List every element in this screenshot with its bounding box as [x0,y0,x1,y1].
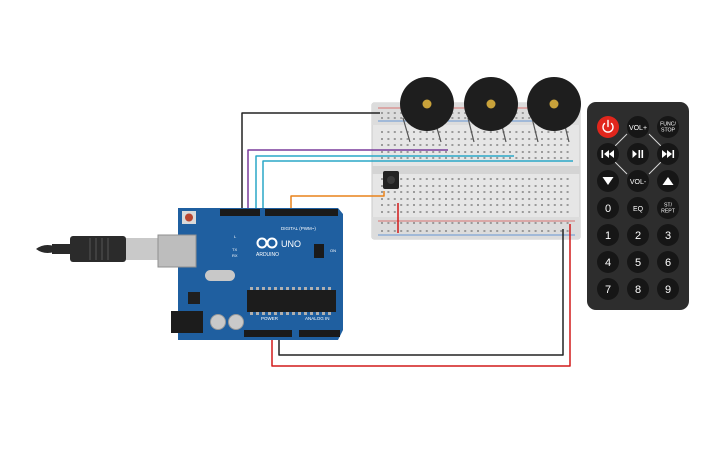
button-4[interactable]: 4 [597,251,619,273]
power-header-label: POWER [261,316,279,321]
wire-cyan-2[interactable] [262,160,573,210]
usb-cable[interactable] [36,236,159,262]
button-9[interactable]: 9 [657,278,679,300]
svg-text:STOP: STOP [661,128,676,134]
analog-header-label: ANALOG IN [305,316,330,321]
led-label-rx: RX [232,253,238,258]
svg-text:8: 8 [635,284,641,296]
svg-text:5: 5 [635,257,641,269]
svg-text:ST/: ST/ [664,203,673,209]
buzzer-2[interactable] [464,77,518,131]
wire-purple[interactable] [247,149,448,210]
arduino-logo-icon [256,237,278,249]
svg-text:3: 3 [665,230,671,242]
eq-button[interactable]: EQ [627,197,649,219]
wires [241,112,573,367]
ir-remote[interactable]: VOL+ FUNC/ STOP [587,102,689,310]
button-6[interactable]: 6 [657,251,679,273]
svg-text:1: 1 [605,230,611,242]
breadboard[interactable] [371,102,581,240]
svg-text:4: 4 [605,257,611,269]
wire-orange[interactable] [290,191,385,210]
button-1[interactable]: 1 [597,224,619,246]
vol-up-button[interactable]: VOL+ [627,116,649,138]
button-5[interactable]: 5 [627,251,649,273]
rewind-button[interactable] [597,143,619,165]
down-button[interactable] [597,170,619,192]
wire-cyan-1[interactable] [255,155,514,210]
led-label-l: L [234,234,237,239]
fast-forward-icon [662,150,675,158]
svg-text:6: 6 [665,257,671,269]
wire-black-top[interactable] [241,112,380,210]
svg-text:FUNC/: FUNC/ [660,122,676,128]
led-label-tx: TX [232,247,237,252]
buzzer-1[interactable] [400,77,454,131]
svg-text:VOL+: VOL+ [629,125,647,132]
func-stop-button[interactable]: FUNC/ STOP [657,116,679,138]
svg-text:VOL-: VOL- [630,179,647,186]
svg-text:REPT: REPT [661,209,676,215]
button-3[interactable]: 3 [657,224,679,246]
arduino-model: UNO [281,239,301,249]
wire-red-bottom[interactable] [271,224,571,367]
play-pause-button[interactable] [627,143,649,165]
chip-pins [250,287,331,315]
vol-down-button[interactable]: VOL- [627,170,649,192]
play-pause-icon [632,150,644,158]
arduino-brand: ARDUINO [256,252,279,258]
up-icon [662,177,674,185]
button-0[interactable]: 0 [597,197,619,219]
ir-receiver[interactable] [383,171,399,189]
button-2[interactable]: 2 [627,224,649,246]
power-icon [602,119,614,133]
svg-text:9: 9 [665,284,671,296]
st-rept-button[interactable]: ST/ REPT [657,197,679,219]
down-icon [602,177,614,185]
atmega-chip [247,290,336,312]
svg-text:2: 2 [635,230,641,242]
digital-header-label: DIGITAL (PWM~) [281,226,316,231]
wire-black-bottom[interactable] [278,229,564,356]
up-button[interactable] [657,170,679,192]
rewind-icon [601,150,614,158]
power-button[interactable] [597,116,619,138]
svg-text:7: 7 [605,284,611,296]
arduino-uno[interactable]: UNO ARDUINO DIGITAL (PWM~) POWER ANALOG … [157,208,343,340]
fast-forward-button[interactable] [657,143,679,165]
button-8[interactable]: 8 [627,278,649,300]
svg-text:0: 0 [605,203,611,215]
svg-text:EQ: EQ [633,206,644,213]
button-7[interactable]: 7 [597,278,619,300]
buzzer-3[interactable] [527,77,581,131]
on-label: ON [330,248,336,253]
